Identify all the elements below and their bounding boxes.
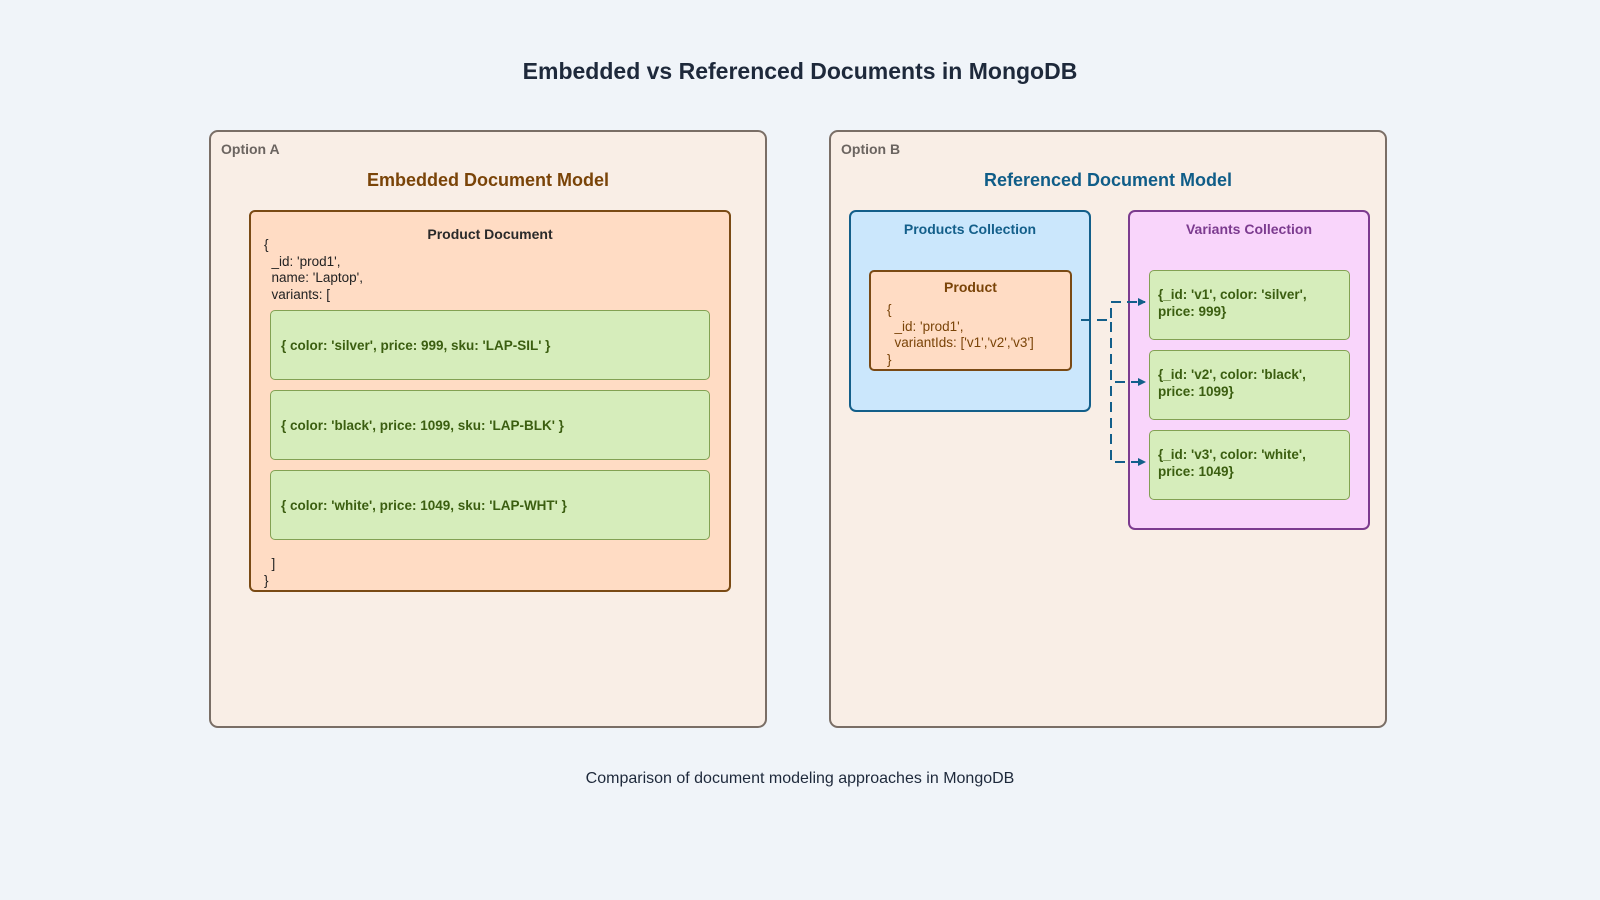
products-collection-title: Products Collection bbox=[903, 221, 1037, 237]
diagram-title: Embedded vs Referenced Documents in Mong… bbox=[522, 58, 1078, 84]
diagram-caption: Comparison of document modeling approach… bbox=[585, 770, 1015, 787]
product-document-fields: { _id: 'prod1', name: 'Laptop', variants… bbox=[264, 237, 363, 302]
embedded-variant: { color: 'silver', price: 999, sku: 'LAP… bbox=[270, 310, 710, 380]
products-collection: Products Collection Product { _id: 'prod… bbox=[849, 210, 1091, 412]
option-b-panel: Option B Referenced Document Model Produ… bbox=[829, 130, 1387, 728]
embedded-model-heading: Embedded Document Model bbox=[366, 170, 609, 190]
variants-collection-title: Variants Collection bbox=[1185, 221, 1313, 237]
referenced-model-heading: Referenced Document Model bbox=[983, 170, 1233, 190]
option-a-panel: Option A Embedded Document Model Product… bbox=[209, 130, 767, 728]
product-document-closing: ] } bbox=[264, 556, 276, 588]
embedded-variant: { color: 'black', price: 1099, sku: 'LAP… bbox=[270, 390, 710, 460]
variant-document: {_id: 'v1', color: 'silver', price: 999} bbox=[1149, 270, 1350, 340]
option-a-tag: Option A bbox=[221, 141, 280, 157]
variant-document: {_id: 'v2', color: 'black', price: 1099} bbox=[1149, 350, 1350, 420]
variants-collection: Variants Collection {_id: 'v1', color: '… bbox=[1128, 210, 1370, 530]
embedded-variant: { color: 'white', price: 1049, sku: 'LAP… bbox=[270, 470, 710, 540]
option-b-tag: Option B bbox=[841, 141, 901, 157]
product-fields: { _id: 'prod1', variantIds: ['v1','v2','… bbox=[887, 302, 1034, 367]
product-document: Product Document { _id: 'prod1', name: '… bbox=[249, 210, 731, 592]
product-reference-document: Product { _id: 'prod1', variantIds: ['v1… bbox=[869, 270, 1072, 371]
product-title: Product bbox=[944, 279, 997, 295]
variant-document: {_id: 'v3', color: 'white', price: 1049} bbox=[1149, 430, 1350, 500]
product-document-title: Product Document bbox=[427, 226, 553, 242]
